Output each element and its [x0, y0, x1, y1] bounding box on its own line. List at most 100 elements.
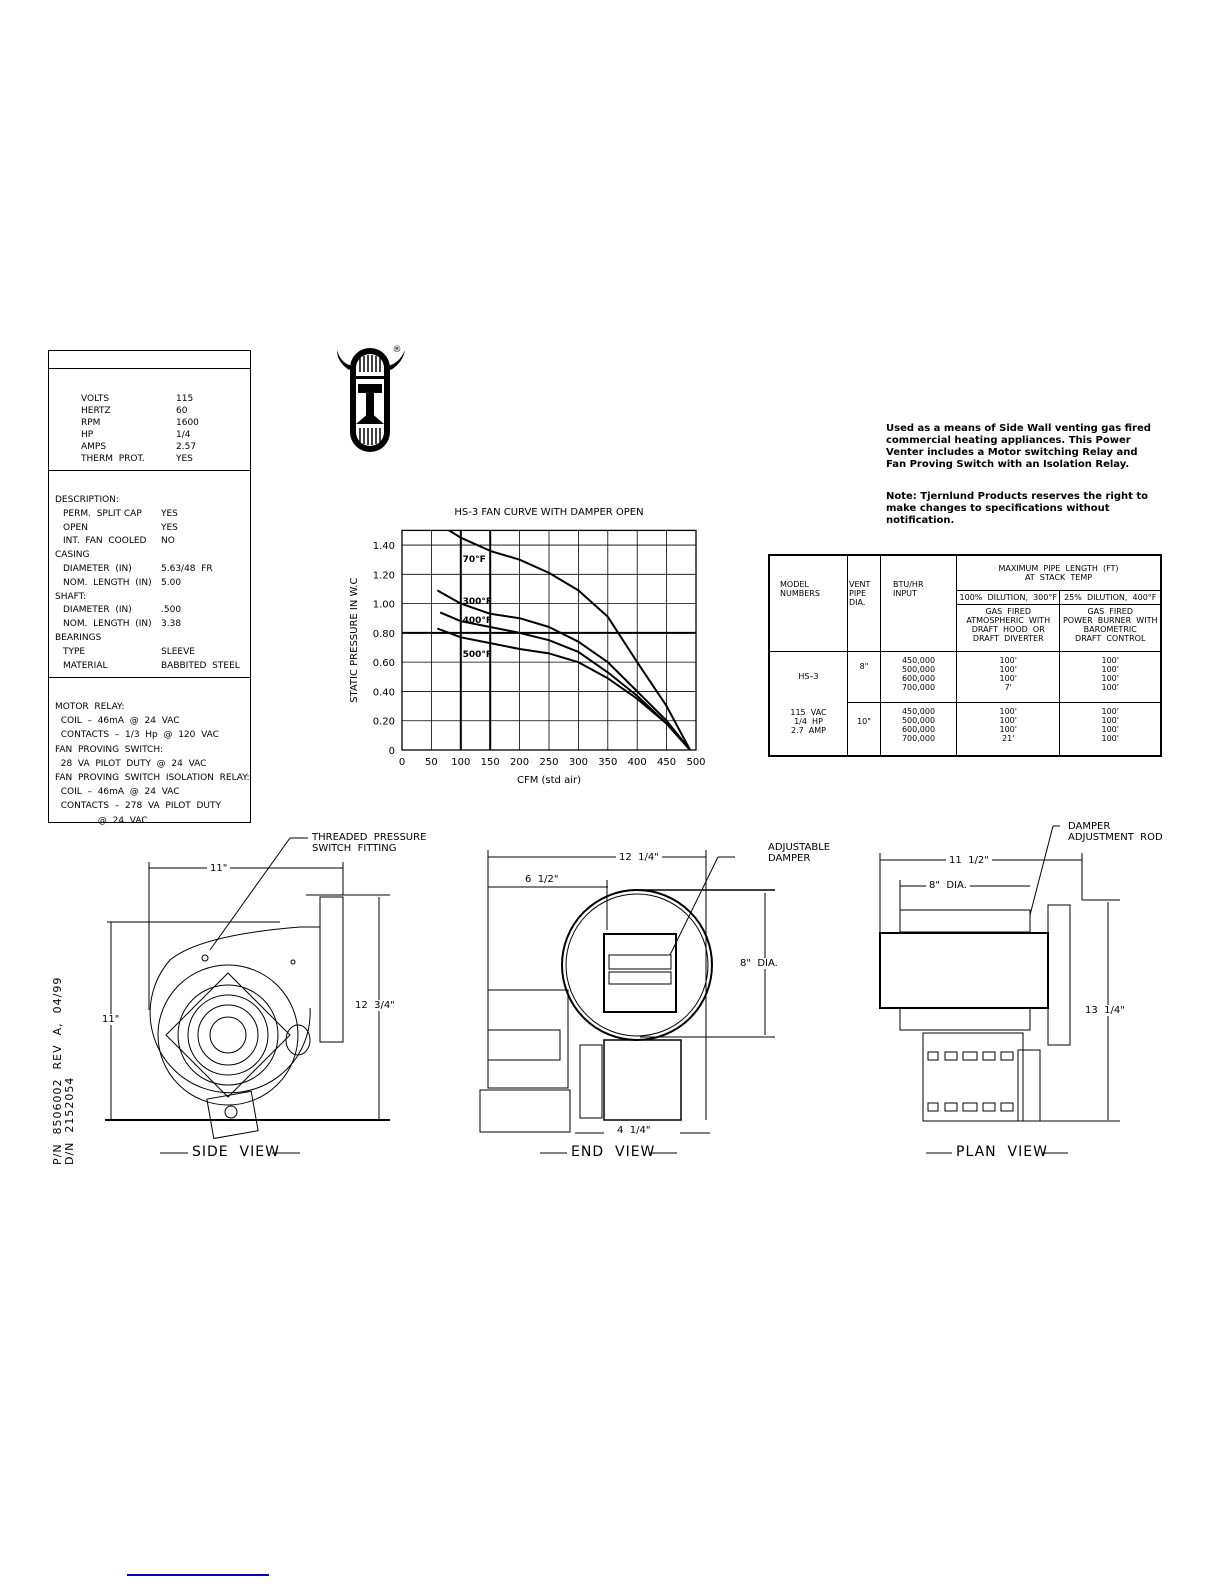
x-tick-label: 200 [510, 757, 529, 768]
spec-value: 1600 [176, 418, 199, 428]
series-label: 400°F [463, 616, 492, 626]
y-tick-label: 1.40 [373, 541, 395, 552]
product-description: Used as a means of Side Wall venting gas… [886, 423, 1151, 470]
x-tick-label: 250 [539, 757, 558, 768]
end-offset-dim: 6 1/2" [522, 874, 562, 885]
spec-label: PERM. SPLIT CAP [63, 508, 142, 519]
x-tick-label: 100 [451, 757, 470, 768]
divider [49, 677, 250, 678]
spec-label: INT. FAN COOLED [63, 536, 147, 547]
end-overall-dim: 12 1/4" [616, 852, 662, 863]
spec-label: TYPE [63, 646, 86, 657]
spec-value: NO [161, 536, 175, 547]
x-axis-label: CFM (std air) [517, 775, 581, 786]
series-label: 500°F [463, 650, 492, 660]
col1-values: 100' 100' 100' 21' [955, 701, 1061, 757]
model-cell: HS–3 115 VAC 1/4 HP 2.7 AMP [768, 650, 848, 756]
x-tick-label: 50 [425, 757, 438, 768]
model-number: HS–3 [798, 671, 819, 681]
plan-view-drawing [879, 825, 1120, 1122]
relay-spec-line: COIL – 46mA @ 24 VAC [55, 716, 180, 727]
y-tick-label: 0.60 [373, 658, 395, 669]
header-col1-dilution: 100% DILUTION, 300°F [955, 589, 1061, 605]
x-tick-label: 150 [481, 757, 500, 768]
col1-values: 100' 100' 100' 7' [955, 650, 1061, 703]
spec-value: SLEEVE [161, 646, 195, 657]
side-view-title: SIDE VIEW [192, 1144, 280, 1160]
spec-value: YES [176, 454, 193, 464]
table-row: 10" 450,000 500,000 600,000 700,000 100'… [769, 701, 1162, 757]
spec-value: .500 [161, 605, 182, 616]
divider [49, 470, 250, 471]
col2-values: 100' 100' 100' 100' [1059, 650, 1162, 703]
y-tick-label: 0.20 [373, 717, 395, 728]
end-view-drawing [479, 850, 775, 1134]
vent-dia: 8" [847, 650, 881, 703]
hyperlink-underline[interactable] [127, 1574, 269, 1576]
btu-values: 450,000 500,000 600,000 700,000 [880, 701, 957, 757]
spec-label: MATERIAL [63, 660, 108, 671]
y-tick-label: 0 [389, 746, 395, 757]
series-line-2 [439, 611, 691, 751]
svg-text:®: ® [393, 345, 402, 355]
header-max-length: MAXIMUM PIPE LENGTH (FT) AT STACK TEMP [956, 554, 1162, 591]
table-row: HS–3 115 VAC 1/4 HP 2.7 AMP 8" 450,000 5… [768, 650, 1162, 756]
plan-height-dim: 13 1/4" [1085, 1005, 1125, 1016]
spec-label: BEARINGS [55, 633, 102, 643]
x-tick-label: 450 [657, 757, 676, 768]
spec-value: 115 [176, 394, 194, 404]
spec-label: VOLTS [81, 394, 110, 404]
side-height-dim: 11" [102, 1014, 120, 1025]
col2-values: 100' 100' 100' 100' [1059, 701, 1162, 757]
relay-spec-line: CONTACTS – 278 VA PILOT DUTY [55, 801, 222, 812]
spec-value: 1/4 [176, 430, 191, 440]
relay-spec-line: FAN PROVING SWITCH ISOLATION RELAY: [55, 773, 250, 783]
header-col1-type: GAS FIRED ATMOSPHERIC WITH DRAFT HOOD OR… [955, 603, 1061, 652]
vent-length-table: MODEL NUMBERS VENT PIPE DIA. BTU/HR INPU… [768, 554, 1162, 757]
spec-label: THERM PROT. [81, 454, 145, 464]
side-overall-dim: 12 3/4" [355, 1000, 395, 1011]
series-line-3 [436, 627, 691, 751]
header-model: MODEL NUMBERS [768, 554, 848, 652]
series-label: 70°F [463, 555, 486, 565]
spec-label: AMPS [81, 442, 107, 452]
header-vent: VENT PIPE DIA. [847, 554, 881, 652]
x-tick-label: 500 [686, 757, 705, 768]
series-label: 300°F [463, 597, 492, 607]
tjernlund-logo: ® [337, 345, 405, 452]
spec-label: HERTZ [81, 406, 111, 416]
header-col2-type: GAS FIRED POWER BURNER WITH BAROMETRIC D… [1059, 603, 1162, 652]
divider [49, 368, 250, 369]
spec-label: CASING [55, 550, 90, 561]
side-width-dim: 11" [207, 863, 231, 874]
plan-callout: DAMPER ADJUSTMENT ROD [1068, 821, 1163, 843]
spec-label: NOM. LENGTH (IN) [63, 619, 152, 630]
model-specs: 115 VAC 1/4 HP 2.7 AMP [790, 707, 827, 735]
relay-spec-line: @ 24 VAC [55, 815, 148, 826]
x-tick-label: 400 [628, 757, 647, 768]
plan-dia-dim: 8" DIA. [926, 880, 970, 891]
x-tick-label: 350 [598, 757, 617, 768]
spec-label: DESCRIPTION: [55, 495, 119, 505]
specification-note: Note: Tjernlund Products reserves the ri… [886, 491, 1149, 526]
y-tick-label: 0.80 [373, 629, 395, 640]
btu-values: 450,000 500,000 600,000 700,000 [880, 650, 957, 703]
end-dia-dim: 8" DIA. [740, 958, 778, 969]
spec-value: YES [161, 522, 178, 533]
y-axis-label: STATIC PRESSURE IN W.C [349, 578, 360, 703]
side-view-drawing [105, 837, 390, 1140]
relay-spec-line: CONTACTS – 1/3 Hp @ 120 VAC [55, 730, 219, 741]
plan-overall-dim: 11 1/2" [946, 855, 992, 866]
spec-value: 2.57 [176, 442, 197, 452]
spec-value: BABBITED STEEL [161, 660, 240, 671]
spec-value: 5.63/48 FR [161, 564, 213, 574]
series-line-1 [436, 589, 691, 751]
plan-view-title: PLAN VIEW [956, 1144, 1048, 1160]
spec-label: DIAMETER (IN) [63, 605, 132, 616]
spec-value: 5.00 [161, 577, 182, 588]
relay-spec-line: 28 VA PILOT DUTY @ 24 VAC [55, 758, 207, 769]
side-callout: THREADED PRESSURE SWITCH FITTING [312, 832, 427, 854]
end-view-title: END VIEW [571, 1144, 656, 1160]
